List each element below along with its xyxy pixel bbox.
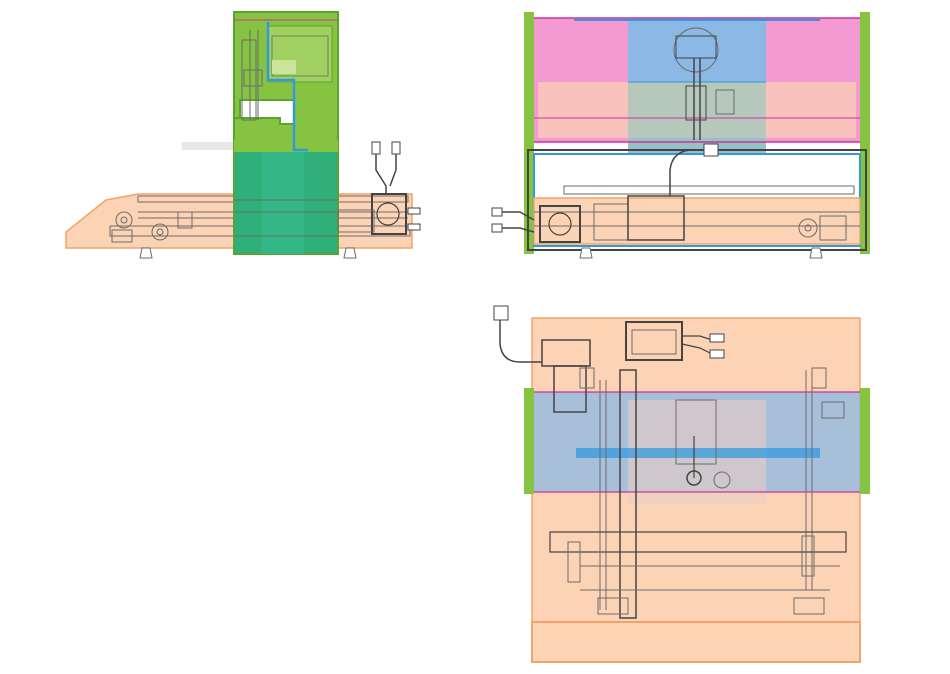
corner-bracket [579, 367, 595, 389]
foot [579, 247, 593, 259]
connector-plug [709, 349, 725, 359]
shelf-shadow [182, 142, 234, 150]
foot [139, 247, 153, 259]
pulley [156, 228, 164, 236]
cable-tray [576, 448, 820, 458]
side-tab-left [524, 388, 534, 494]
base-front-lip [531, 621, 861, 663]
connector-plug [493, 305, 509, 321]
bracket [111, 229, 133, 243]
connector-cable [682, 335, 713, 341]
connector-plug [709, 333, 725, 343]
corner-bracket [811, 367, 827, 389]
pulley [120, 216, 128, 224]
pulley [798, 218, 818, 238]
connector-plug [391, 141, 401, 155]
front-elevation-view [491, 12, 870, 259]
top-plan-view [493, 305, 870, 663]
chamber-inner [262, 150, 304, 254]
motor-unit [553, 365, 587, 413]
horizontal-rail [549, 531, 847, 553]
motor-housing [371, 193, 407, 235]
foot [343, 247, 357, 259]
lift-head [675, 35, 717, 59]
corner-bracket [821, 401, 845, 419]
motor-block [625, 321, 683, 361]
motor-housing [539, 205, 581, 243]
side-elevation-view [65, 11, 421, 259]
connector-cable [500, 211, 535, 221]
connector-plug [371, 141, 381, 155]
bracket [177, 211, 193, 229]
side-post-left [524, 12, 534, 254]
top-rail [563, 185, 855, 195]
cable-plug [703, 143, 719, 157]
gearbox [337, 209, 375, 233]
side-tab-right [860, 388, 870, 494]
side-connector [407, 207, 421, 215]
lift-wheel [713, 471, 731, 489]
base-slab [533, 197, 861, 245]
lift-carriage [685, 85, 707, 121]
corner-bracket [567, 541, 581, 583]
motor-rotor [548, 212, 572, 236]
drive-unit [627, 195, 685, 241]
lift-wheel [673, 27, 719, 73]
pulley [151, 223, 169, 241]
connector-cable [375, 146, 387, 194]
cable [266, 22, 308, 152]
side-block [715, 89, 735, 115]
chamber-top-band [234, 140, 338, 152]
connector-plug [491, 207, 503, 217]
housing-window [271, 35, 329, 77]
connector-cable [500, 227, 535, 233]
cable [499, 320, 542, 363]
end-bracket [819, 215, 847, 241]
lift-column [241, 39, 257, 121]
cable [669, 149, 716, 196]
housing-inner-block [272, 60, 296, 74]
lift-carriage [243, 69, 263, 87]
side-connector [407, 223, 421, 231]
corner-bracket [801, 535, 815, 577]
pulley [115, 211, 133, 229]
pulley [804, 224, 812, 232]
connector-plug [491, 223, 503, 233]
corner-bracket [597, 597, 629, 615]
vertical-rail [619, 369, 637, 619]
lift-frame [675, 399, 717, 465]
housing-inner-panel [267, 25, 333, 83]
corner-bracket [793, 597, 825, 615]
side-post-right [860, 12, 870, 254]
foot [809, 247, 823, 259]
motor-block-inner [631, 329, 677, 355]
connector-cable [681, 343, 713, 355]
motor-rotor [376, 202, 400, 226]
